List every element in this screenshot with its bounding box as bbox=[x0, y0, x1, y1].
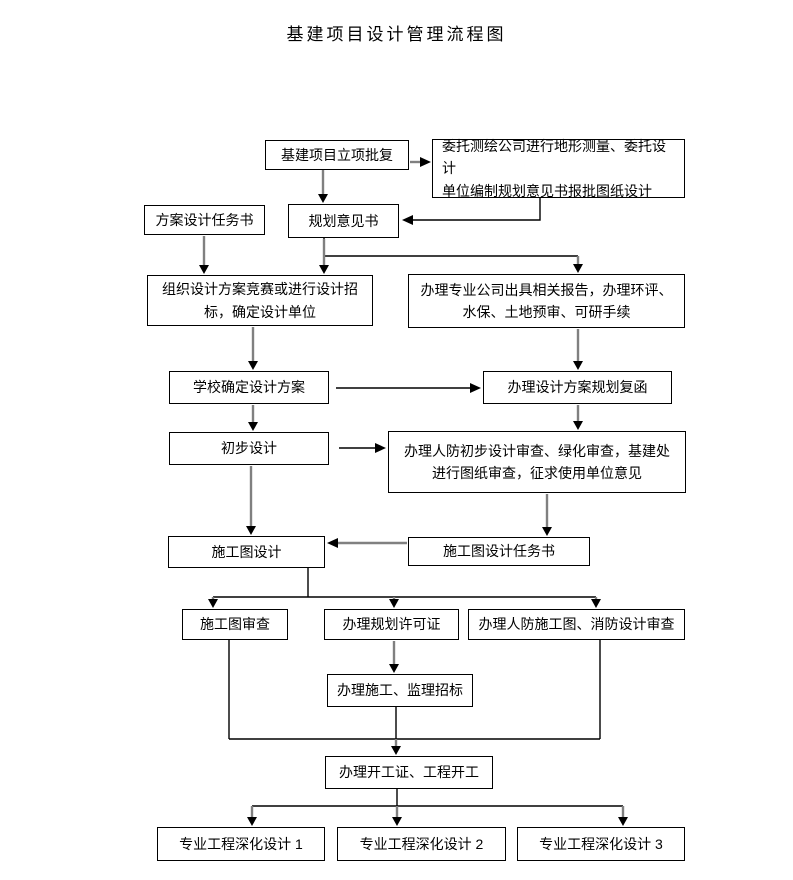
node-deepen-design-3: 专业工程深化设计 3 bbox=[517, 827, 685, 861]
line-construction-design-distribution bbox=[213, 568, 596, 598]
flowchart-title: 基建项目设计管理流程图 bbox=[286, 25, 507, 44]
line-planning-opinion-branch bbox=[323, 238, 578, 257]
node-planning-permit: 办理规划许可证 bbox=[324, 609, 459, 640]
node-deepen-design-1: 专业工程深化设计 1 bbox=[157, 827, 325, 861]
node-civil-fire-review: 办理人防施工图、消防设计审查 bbox=[468, 609, 685, 640]
node-planning-reply-letter: 办理设计方案规划复函 bbox=[483, 371, 672, 404]
node-scheme-design-task: 方案设计任务书 bbox=[144, 205, 265, 235]
node-drawing-review: 施工图审查 bbox=[182, 609, 288, 640]
node-project-approval: 基建项目立项批复 bbox=[265, 140, 409, 170]
node-agency-reports: 办理专业公司出具相关报告，办理环评、 水保、土地预审、可研手续 bbox=[408, 274, 685, 328]
line-commencement-distribution bbox=[252, 789, 623, 807]
node-construction-drawing-task: 施工图设计任务书 bbox=[408, 537, 590, 566]
node-commencement: 办理开工证、工程开工 bbox=[325, 756, 493, 789]
node-construction-drawing-design: 施工图设计 bbox=[168, 536, 325, 568]
node-school-confirm-scheme: 学校确定设计方案 bbox=[169, 371, 329, 404]
node-preliminary-review: 办理人防初步设计审查、绿化审查，基建处 进行图纸审查，征求使用单位意见 bbox=[388, 431, 686, 493]
node-entrust-survey: 委托测绘公司进行地形测量、委托设计 单位编制规划意见书报批图纸设计 bbox=[432, 138, 685, 199]
node-preliminary-design: 初步设计 bbox=[169, 432, 329, 465]
node-planning-opinion: 规划意见书 bbox=[288, 204, 399, 238]
node-construction-supervision-tender: 办理施工、监理招标 bbox=[327, 674, 473, 707]
node-design-competition: 组织设计方案竞赛或进行设计招 标，确定设计单位 bbox=[147, 275, 373, 326]
node-deepen-design-2: 专业工程深化设计 2 bbox=[337, 827, 506, 861]
